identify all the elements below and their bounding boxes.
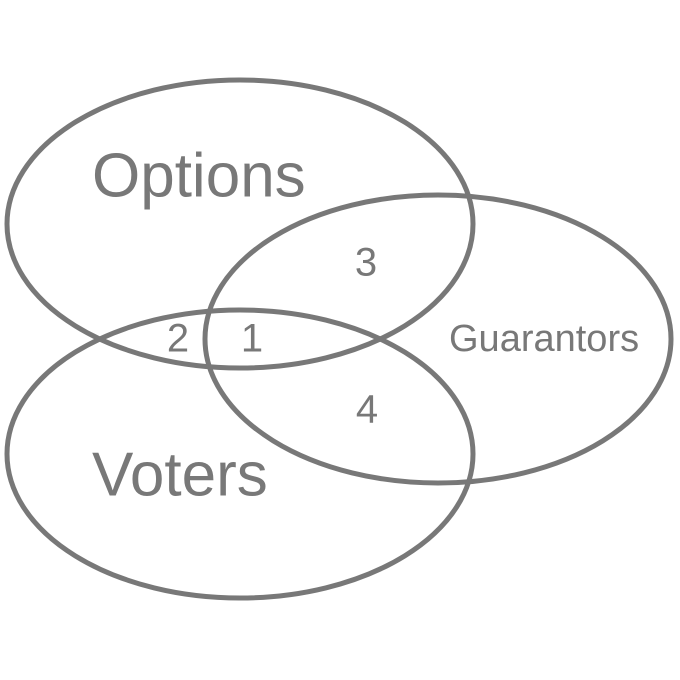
voters-set-outline: [4, 307, 476, 601]
region-guarantors-voters-label: 4: [356, 388, 378, 432]
region-options-voters-label: 2: [167, 317, 189, 361]
options-set-label: Options: [92, 141, 306, 210]
guarantors-set-outline: [202, 192, 674, 486]
voters-set-label: Voters: [92, 440, 268, 509]
guarantors-set-label: Guarantors: [449, 318, 639, 360]
options-set-outline: [4, 77, 476, 371]
region-options-guarantors-label: 3: [355, 241, 377, 285]
region-all-three-label: 1: [241, 317, 263, 361]
